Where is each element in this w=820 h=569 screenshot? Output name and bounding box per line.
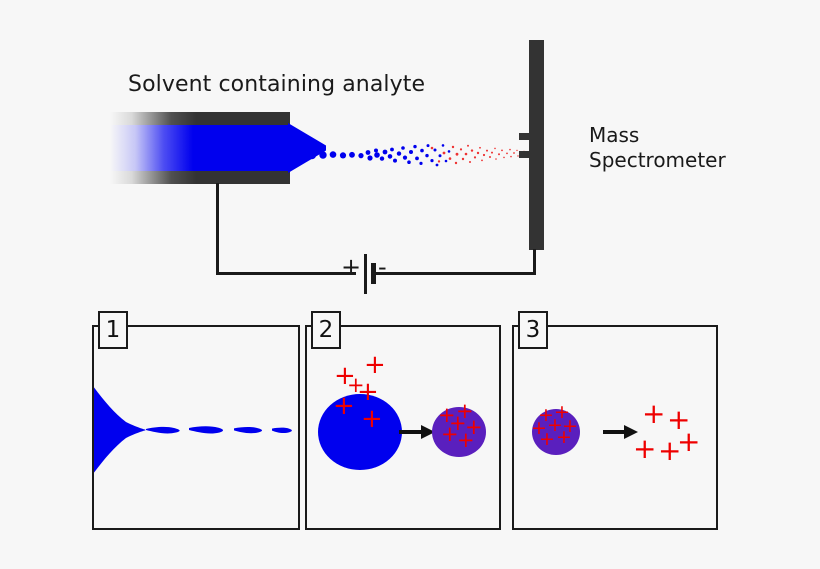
charge-plus: + [562,415,578,437]
charge-plus: + [539,428,555,450]
mass-spectrometer-label: Mass Spectrometer [589,123,726,173]
capillary-solvent-fluid [110,125,290,171]
charge-plus: + [334,361,356,391]
charge-plus: + [438,403,456,427]
charge-plus: + [456,399,474,423]
panel-2: + + + + + + + + + + + + [305,325,501,530]
capillary-wall-top [110,112,290,125]
mass-spectrometer-plate [529,40,544,250]
free-ion-plus: + [677,425,701,458]
charge-plus: + [441,422,459,446]
charge-plus: + [364,350,386,380]
battery-positive-label: + [341,253,362,281]
capillary-emitter [110,112,326,184]
ms-label-line-2: Spectrometer [589,148,726,172]
charge-plus: + [361,404,383,434]
charge-plus: + [357,377,379,407]
charge-plus: + [449,411,467,435]
charge-plus: + [547,414,563,436]
charge-plus: + [538,404,554,426]
wire-plate-vertical [533,249,536,275]
charge-plus: + [465,415,483,439]
battery-plate-short [371,263,376,284]
panel-3-fission-graphic [532,409,638,455]
free-ion-plus: + [642,397,666,430]
ms-label-line-1: Mass [589,123,640,147]
panel-1-number: 1 [98,311,128,349]
electrospray-droplet-plume [307,144,529,167]
free-ion-plus: + [633,432,657,465]
solvent-label: Solvent containing analyte [128,72,426,97]
charge-plus: + [554,401,570,423]
panel-2-number: 2 [311,311,341,349]
charge-plus: + [556,426,572,448]
battery-negative-label: - [378,253,387,281]
capillary-wall-bottom [110,171,290,184]
ms-inlet-lip-upper [519,133,531,140]
panel-2-evaporation-graphic [318,394,486,470]
wire-bottom-left [216,272,356,275]
taylor-cone-tip [288,123,326,173]
wire-bottom-right [374,272,535,275]
ms-inlet-lip-lower [519,151,531,158]
wire-capillary-vertical [216,183,219,274]
panel-2-arrow [399,425,435,439]
charge-plus: + [531,417,547,439]
panel-3-arrow [603,425,638,439]
charge-plus: + [457,428,475,452]
battery-plate-long [364,254,367,294]
panel-1 [92,325,300,530]
panel-3-number: 3 [518,311,548,349]
panel-1-taylor-cone-graphic [94,387,292,473]
panel-3: + + + + + + + + + + + + [512,325,718,530]
charge-plus: + [333,391,355,421]
free-ion-plus: + [667,403,691,436]
free-ion-plus: + [658,434,682,467]
charge-plus: + [347,373,365,397]
